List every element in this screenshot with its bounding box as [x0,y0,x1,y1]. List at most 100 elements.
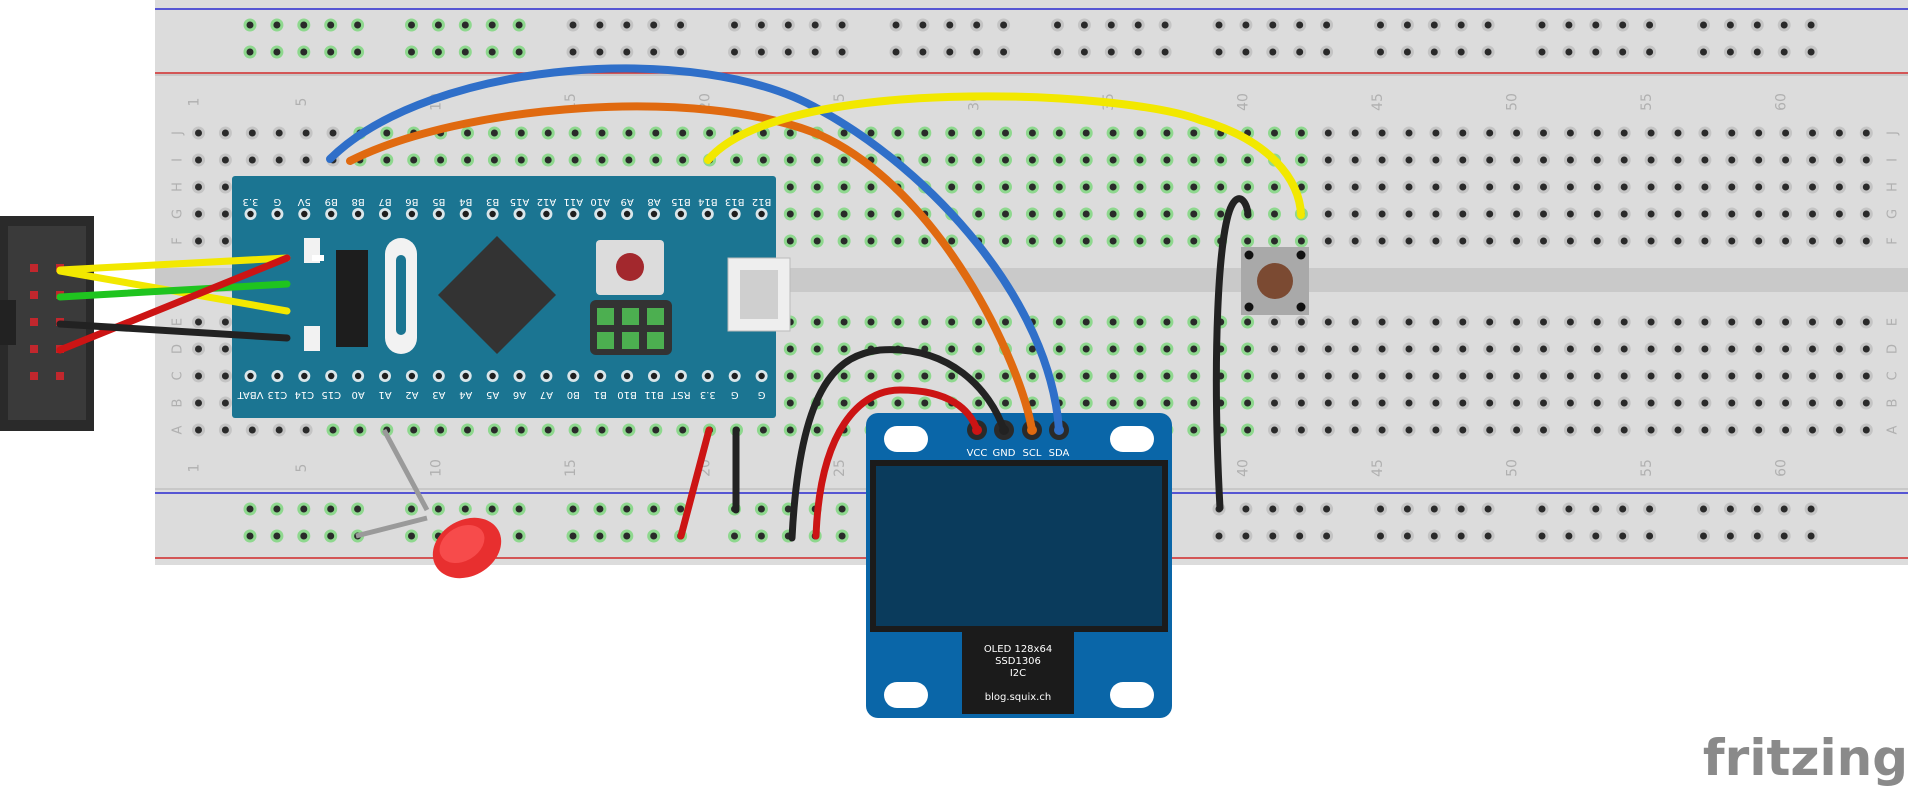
breadboard-hole [544,156,552,164]
mounting-hole [884,682,928,708]
breadboard-hole [1190,183,1198,191]
rail-hole [1726,505,1734,513]
column-number: 50 [1505,459,1521,477]
rail-hole [569,48,577,56]
breadboard-hole [1701,129,1709,137]
row-letter: G [171,209,186,219]
row-letter: H [171,182,186,192]
breadboard-hole [1647,318,1655,326]
row-letter: F [1886,237,1901,244]
breadboard-hole [1459,210,1467,218]
column-number: 55 [1639,93,1655,111]
push-button[interactable] [1241,247,1309,315]
breadboard-hole [1809,156,1816,164]
breadboard-hole [1540,372,1547,380]
breadboard-hole [840,318,848,326]
breadboard-hole [1405,156,1413,164]
mcu-pin-label: C13 [268,389,288,400]
breadboard-hole [1324,318,1332,326]
breadboard-hole [1002,183,1009,191]
breadboard-hole [1082,156,1090,164]
breadboard-hole [1647,183,1655,191]
breadboard-hole [1405,129,1413,137]
mcu-pin-hole [408,372,416,380]
mcu-pin-hole [516,372,523,380]
breadboard-hole [1432,318,1440,326]
rail-hole [731,532,738,540]
mounting-hole [1110,426,1154,452]
oled-screen [876,466,1162,626]
breadboard-hole [1782,237,1790,245]
breadboard-hole [1486,426,1494,434]
breadboard-hole [1297,426,1305,434]
rail-hole [596,505,604,513]
mcu-pin-hole [597,372,604,380]
breadboard-hole [1109,183,1117,191]
column-number: 60 [1774,459,1790,477]
rail-hole [1269,532,1277,540]
mcu-pin-label: B13 [725,196,745,207]
breadboard-hole [1002,237,1009,245]
mcu-bottom-pads [244,370,768,382]
breadboard-hole [1809,318,1816,326]
breadboard-hole [786,210,794,218]
rail-hole [1457,48,1465,56]
breadboard-hole [1835,210,1843,218]
breadboard-hole [1432,156,1440,164]
breadboard-hole [867,237,875,245]
rail-hole [1161,21,1169,29]
rail-hole [650,532,658,540]
mcu-pin-hole [328,210,335,218]
breadboard-hole [1647,426,1655,434]
breadboard-hole [1566,345,1574,353]
rail-hole [1538,21,1546,29]
breadboard-hole [1755,345,1763,353]
breadboard-hole [1405,345,1413,353]
breadboard-hole [1324,372,1332,380]
breadboard-hole [1028,345,1036,353]
mcu-pin-hole [731,372,738,380]
rail-hole [1726,21,1734,29]
column-number: 1 [187,464,203,473]
breadboard-hole [840,237,848,245]
breadboard-hole [1271,129,1278,137]
breadboard-hole [1217,156,1225,164]
breadboard-hole [1862,345,1870,353]
breadboard-hole [1755,156,1763,164]
breadboard-hole [1297,372,1305,380]
breadboard-hole [1136,345,1144,353]
rail-hole [1484,532,1492,540]
breadboard-hole [1324,345,1332,353]
breadboard-hole [195,237,202,245]
rail-hole [1377,48,1384,56]
rail-hole [1538,505,1546,513]
rail-hole [1646,21,1654,29]
column-number: 5 [294,98,310,107]
breadboard-hole [195,129,202,137]
jumper-pin [647,308,664,325]
rail-hole [569,505,577,513]
breadboard-hole [195,318,202,326]
breadboard-hole [1351,399,1359,407]
mcu-pin-hole [301,210,308,218]
push-button-cap[interactable] [1257,263,1293,299]
rail-hole [273,21,281,29]
breadboard-hole [490,156,498,164]
breadboard-hole [1620,372,1628,380]
rail-hole [1269,48,1277,56]
mcu-pin-hole [704,372,711,380]
column-number: 40 [1236,459,1252,477]
breadboard-hole [1566,183,1574,191]
rail-hole [273,505,281,513]
wire-yellow-button [704,92,1305,219]
breadboard-hole [383,156,391,164]
reset-button[interactable] [616,253,644,281]
jumper-pin [647,332,664,349]
rail-hole [811,21,819,29]
breadboard-hole [1351,372,1359,380]
breadboard-hole [1163,318,1171,326]
rail-hole [1780,505,1788,513]
push-button-leg [1244,250,1254,260]
breadboard-hole [786,426,794,434]
